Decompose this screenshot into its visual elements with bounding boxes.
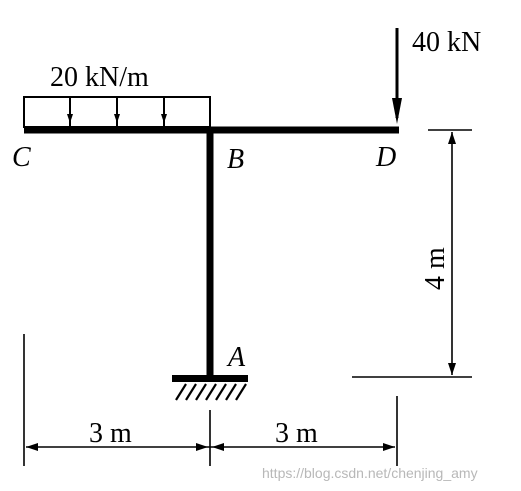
- watermark-text: https://blog.csdn.net/chenjing_amy: [262, 465, 478, 481]
- point-load-label: 40 kN: [412, 27, 481, 58]
- dimension-left-label: 3 m: [89, 418, 132, 449]
- dimension-height-label: 4 m: [420, 247, 451, 290]
- point-label-b: B: [227, 144, 244, 175]
- point-label-d: D: [375, 142, 396, 173]
- distributed-load-label: 20 kN/m: [50, 62, 149, 93]
- point-label-a: A: [226, 342, 246, 373]
- distributed-load-block: [23, 96, 211, 128]
- point-label-c: C: [12, 142, 31, 173]
- dimension-right-label: 3 m: [275, 418, 318, 449]
- dimension-height: [352, 129, 472, 378]
- fixed-support-icon: [172, 375, 248, 401]
- point-load-arrow: [392, 28, 402, 124]
- dimension-horizontal: [23, 334, 398, 466]
